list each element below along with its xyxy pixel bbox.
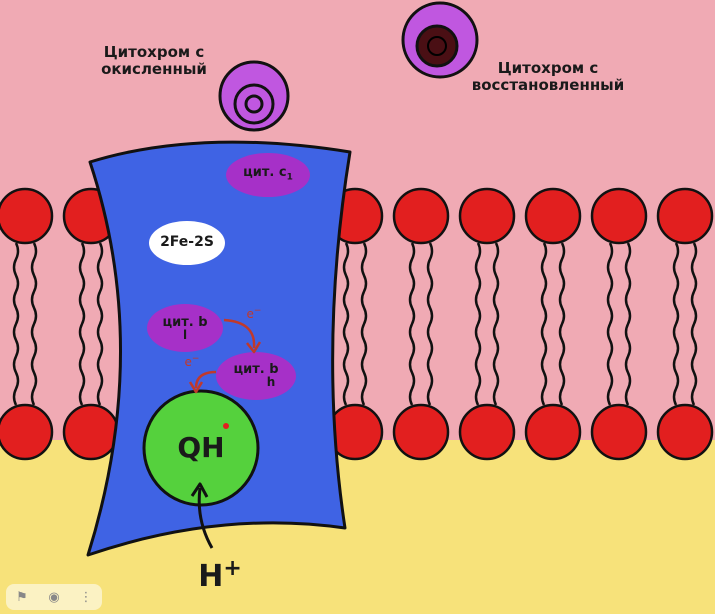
lipid-tail bbox=[558, 242, 566, 406]
cyt-bl-subscript: l bbox=[182, 327, 188, 342]
cyt-c1-heme bbox=[226, 153, 310, 197]
lipid-tail bbox=[474, 242, 482, 406]
lipid-head bbox=[0, 187, 54, 245]
electron-label-2: e− bbox=[180, 354, 204, 370]
lipid-tail bbox=[672, 242, 680, 406]
lipid-tail bbox=[360, 242, 368, 406]
cyt-bh-label: цит. b h bbox=[216, 362, 296, 390]
proton-text: H bbox=[198, 559, 224, 594]
cyt-bl-text: цит. b bbox=[162, 315, 208, 330]
cytochrome-c-oxidized-label: Цитохром с окисленный bbox=[101, 43, 207, 79]
lipid-tail bbox=[12, 242, 20, 406]
fe-s-label: 2Fe-2S bbox=[160, 234, 214, 250]
proton-arrow bbox=[197, 487, 214, 549]
lipid-tail bbox=[690, 242, 698, 406]
lipid-tail bbox=[408, 242, 416, 406]
electron-label-2-text: e bbox=[184, 355, 192, 369]
cyt-bh-text: цит. b bbox=[233, 362, 279, 377]
lipid-head bbox=[458, 187, 516, 245]
lipid-tail bbox=[96, 242, 104, 406]
lipid-head bbox=[0, 403, 54, 461]
lipid-head bbox=[524, 403, 582, 461]
image-viewer-toolbar: ⚑ ◉ ⋮ bbox=[6, 584, 102, 610]
lipid-head bbox=[590, 403, 648, 461]
electron-label-1-text: e bbox=[246, 307, 254, 321]
electron-arrow-bh-q bbox=[194, 370, 217, 389]
ubiquinol-circle bbox=[142, 389, 260, 507]
lipid-tail bbox=[426, 242, 434, 406]
camera-icon[interactable]: ◉ bbox=[48, 589, 60, 605]
proton-arrow-head bbox=[190, 482, 209, 498]
electron-label-1: e− bbox=[242, 306, 266, 322]
lipid-tail bbox=[30, 242, 38, 406]
cyt-bl-heme bbox=[147, 304, 223, 352]
lipid-tail bbox=[606, 242, 614, 406]
radical-dot bbox=[223, 423, 229, 429]
electron-label-2-sup: − bbox=[191, 354, 200, 364]
proton-charge: + bbox=[223, 556, 242, 581]
lipid-head bbox=[62, 403, 120, 461]
lipid-tail bbox=[78, 242, 86, 406]
electron-arrow-bl-bh-head bbox=[246, 341, 262, 354]
cyt-bl-label: цит. b l bbox=[147, 315, 223, 343]
cyt-bh-heme bbox=[216, 352, 296, 400]
cyt-c1-subscript: 1 bbox=[286, 172, 293, 183]
lipid-tail bbox=[492, 242, 500, 406]
lipid-head bbox=[656, 187, 714, 245]
lipid-head bbox=[392, 403, 450, 461]
ubiquinol-label: QH bbox=[177, 431, 225, 464]
lipid-tail bbox=[540, 242, 548, 406]
lipid-tail bbox=[624, 242, 632, 406]
lipid-tail bbox=[342, 242, 350, 406]
bookmark-icon[interactable]: ⚑ bbox=[16, 589, 28, 605]
lipid-head bbox=[524, 187, 582, 245]
lipid-head bbox=[392, 187, 450, 245]
cytochrome-c-reduced-core bbox=[427, 36, 447, 56]
more-vertical-icon[interactable]: ⋮ bbox=[79, 589, 93, 605]
lipid-head bbox=[590, 187, 648, 245]
electron-label-1-sup: − bbox=[253, 306, 262, 316]
fe-s-cluster bbox=[149, 221, 225, 265]
electron-arrow-bh-q-head bbox=[188, 381, 204, 394]
electron-arrow-bl-bh bbox=[223, 318, 256, 349]
lipid-head bbox=[656, 403, 714, 461]
cyt-c1-text: цит. c bbox=[243, 165, 287, 180]
cytochrome-c-oxidized-core bbox=[244, 94, 264, 114]
lipid-head bbox=[458, 403, 516, 461]
cytochrome-c-reduced-label: Цитохром с восстановленный bbox=[471, 59, 625, 95]
cyt-bh-subscript: h bbox=[266, 374, 276, 389]
proton-label: H+ bbox=[188, 556, 252, 595]
cyt-c1-label: цит. c1 bbox=[226, 165, 310, 183]
